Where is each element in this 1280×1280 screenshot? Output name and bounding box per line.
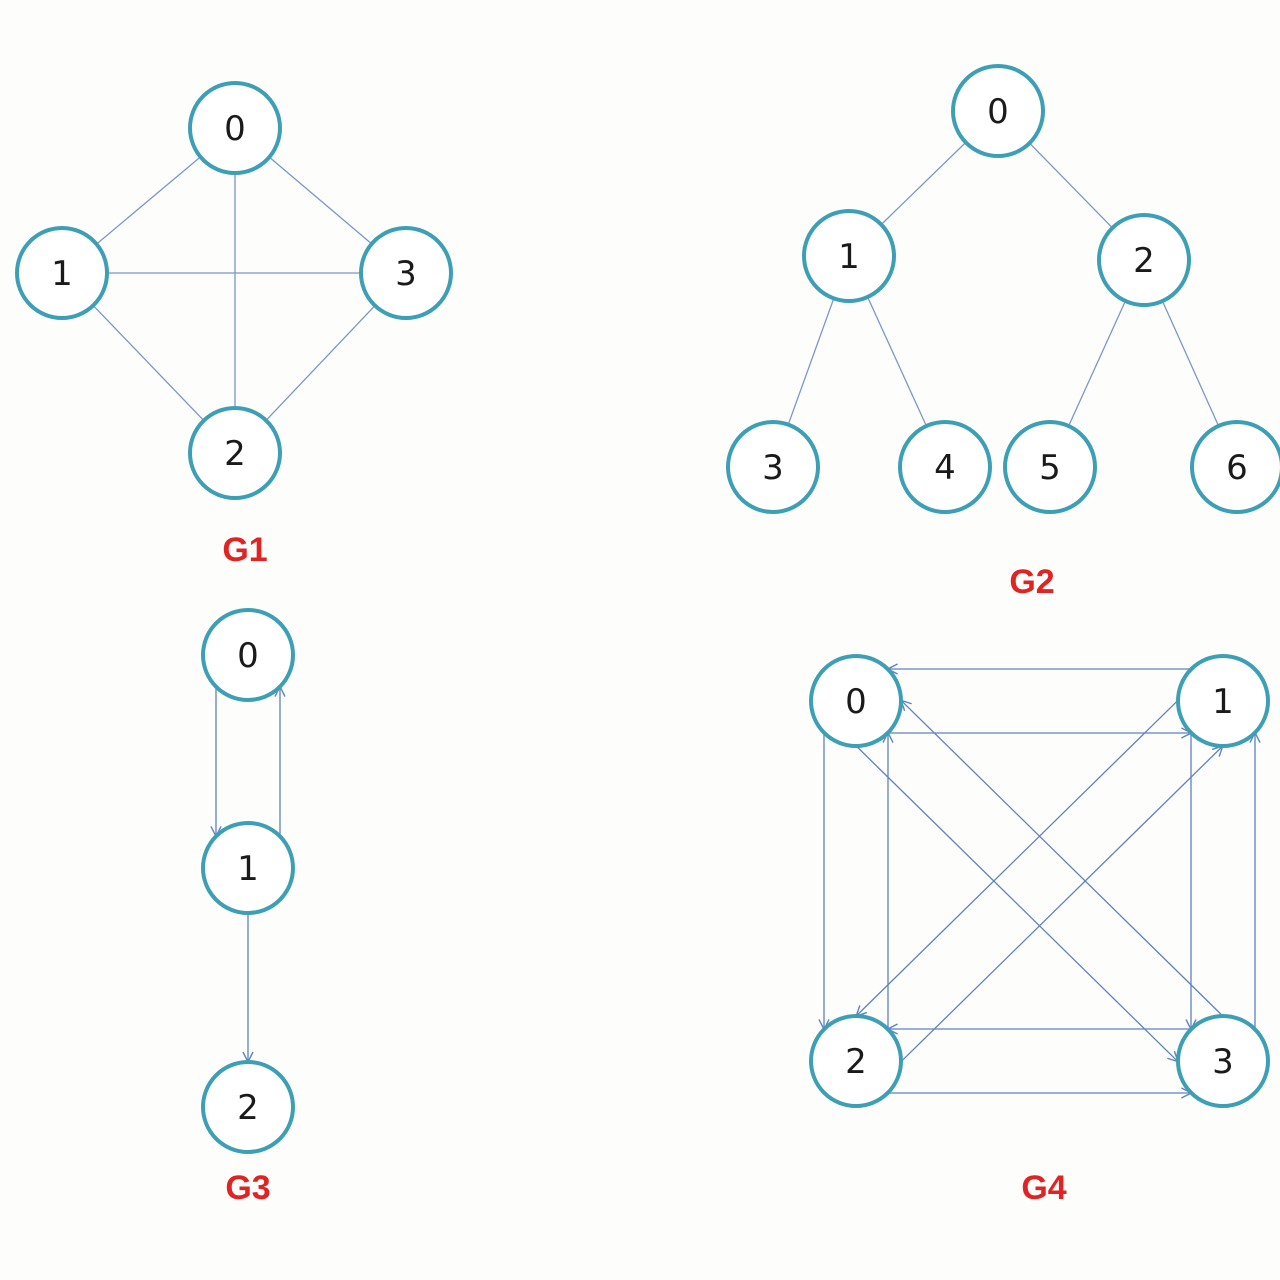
- g2-node-label: 5: [1039, 448, 1061, 488]
- g4-edge-2-1: [900, 746, 1223, 1063]
- g2-node-circle: [1003, 420, 1097, 514]
- g2-edge-2-6: [1161, 300, 1220, 427]
- g2-node-label: 3: [762, 448, 784, 488]
- g2-node-0: 0: [951, 64, 1045, 158]
- g2-node-circle: [951, 64, 1045, 158]
- g2-node-label: 6: [1226, 448, 1248, 488]
- g1-nodes: 0 1 2 3: [15, 81, 453, 500]
- g2-edge-1-3: [787, 298, 835, 425]
- g2-node-label: 4: [934, 448, 956, 488]
- g4-node-3: 3: [1176, 1014, 1270, 1108]
- g1-edge-2-3: [265, 305, 376, 421]
- g2-edge-2-5: [1068, 300, 1126, 427]
- g1-node-0: 0: [188, 81, 282, 175]
- g3-node-2: 2: [201, 1060, 295, 1154]
- g1-edges: [92, 156, 376, 422]
- g1-node-label: 1: [51, 254, 73, 294]
- g3-title: G3: [225, 1169, 270, 1207]
- g3-node-label: 1: [237, 849, 259, 889]
- g1-node-circle: [359, 226, 453, 320]
- g4-node-label: 1: [1212, 682, 1234, 722]
- g2-node-circle: [1097, 213, 1191, 307]
- g1-node-3: 3: [359, 226, 453, 320]
- g2-nodes: 0 1 2 3 4 5 6: [726, 64, 1280, 514]
- g2-node-6: 6: [1190, 420, 1280, 514]
- graph-g1: 0 1 2 3 G1: [15, 81, 453, 569]
- g2-node-2: 2: [1097, 213, 1191, 307]
- g4-node-label: 0: [845, 682, 867, 722]
- g2-node-1: 1: [802, 209, 896, 303]
- g4-node-0: 0: [809, 654, 903, 748]
- g1-edge-1-2: [92, 304, 205, 422]
- g2-edge-0-1: [880, 141, 967, 226]
- g1-node-2: 2: [188, 406, 282, 500]
- g2-node-circle: [898, 420, 992, 514]
- g1-node-circle: [15, 226, 109, 320]
- g2-edge-0-2: [1029, 142, 1113, 229]
- g4-node-circle: [809, 654, 903, 748]
- g1-node-circle: [188, 406, 282, 500]
- graph-g2: 0 1 2 3 4 5 6 G2: [726, 64, 1280, 601]
- g2-node-3: 3: [726, 420, 820, 514]
- g1-edge-0-3: [268, 156, 373, 245]
- g4-node-circle: [809, 1014, 903, 1108]
- graph-g4: 0 1 2 3 G4: [809, 654, 1270, 1207]
- g4-edge-3-0: [901, 700, 1224, 1017]
- g2-node-circle: [1190, 420, 1280, 514]
- g1-node-circle: [188, 81, 282, 175]
- g4-edge-0-3: [855, 745, 1178, 1062]
- g3-node-1: 1: [201, 821, 295, 915]
- g2-node-label: 2: [1133, 241, 1155, 281]
- g3-node-0: 0: [201, 608, 295, 702]
- g1-edge-0-1: [96, 156, 201, 245]
- g2-node-circle: [726, 420, 820, 514]
- g2-node-label: 0: [987, 92, 1009, 132]
- g1-node-label: 0: [224, 109, 246, 149]
- g4-edges: [824, 669, 1255, 1093]
- g4-node-label: 2: [845, 1042, 867, 1082]
- g3-node-label: 2: [237, 1088, 259, 1128]
- g1-node-1: 1: [15, 226, 109, 320]
- g2-node-label: 1: [838, 237, 860, 277]
- g2-node-circle: [802, 209, 896, 303]
- g3-edges: [216, 687, 280, 1062]
- g3-node-circle: [201, 1060, 295, 1154]
- g4-edge-1-2: [856, 699, 1179, 1016]
- g4-title: G4: [1021, 1169, 1066, 1207]
- g1-title: G1: [222, 531, 267, 569]
- g4-node-circle: [1176, 1014, 1270, 1108]
- g3-node-circle: [201, 608, 295, 702]
- g1-node-label: 3: [395, 254, 417, 294]
- g2-node-4: 4: [898, 420, 992, 514]
- g4-node-label: 3: [1212, 1042, 1234, 1082]
- g4-nodes: 0 1 2 3: [809, 654, 1270, 1108]
- g2-node-5: 5: [1003, 420, 1097, 514]
- g4-node-circle: [1176, 654, 1270, 748]
- g1-node-label: 2: [224, 434, 246, 474]
- g4-node-2: 2: [809, 1014, 903, 1108]
- g2-edges: [787, 141, 1220, 427]
- g3-node-circle: [201, 821, 295, 915]
- graph-g3: 0 1 2 G3: [201, 608, 295, 1207]
- g3-node-label: 0: [237, 636, 259, 676]
- g2-title: G2: [1009, 563, 1054, 601]
- g4-node-1: 1: [1176, 654, 1270, 748]
- g2-edge-1-4: [867, 296, 927, 427]
- g3-nodes: 0 1 2: [201, 608, 295, 1154]
